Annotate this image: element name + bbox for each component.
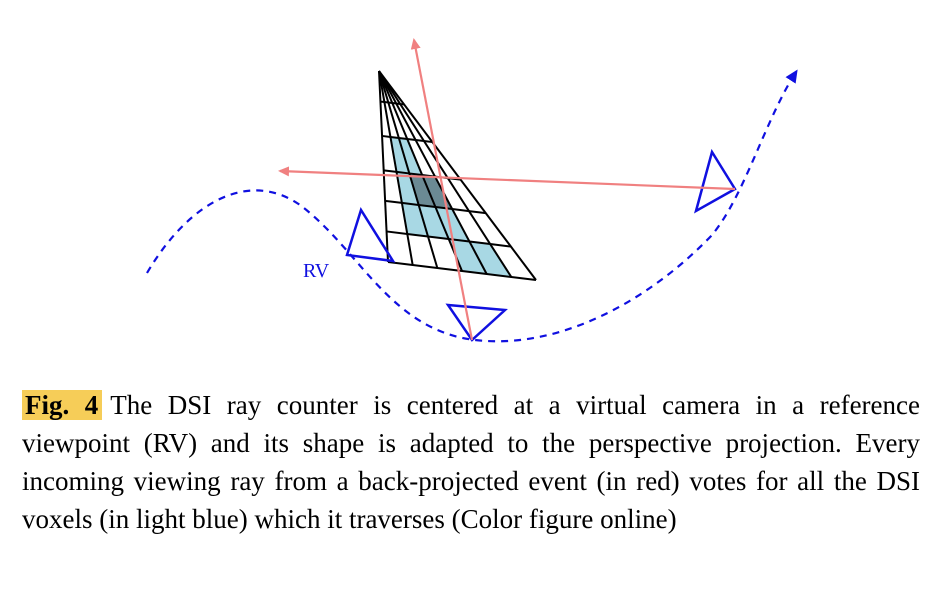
voxel-filled bbox=[401, 202, 428, 237]
voxel-filled bbox=[418, 204, 449, 239]
camera-right-icon bbox=[694, 148, 737, 214]
reference-camera-icon bbox=[345, 207, 396, 263]
caption-text: The DSI ray counter is centered at a vir… bbox=[22, 390, 920, 534]
figure-label: Fig. 4 bbox=[22, 390, 103, 420]
grid-ray-line bbox=[378, 70, 537, 281]
viewing-ray-vertical bbox=[410, 38, 474, 341]
dsi-voxel-grid bbox=[378, 70, 537, 281]
grid-ray-line bbox=[378, 70, 513, 278]
voxel-filled bbox=[448, 239, 487, 274]
grid-depth-line bbox=[384, 199, 486, 215]
grid-ray-line bbox=[378, 70, 439, 269]
viewing-ray-horizontal bbox=[278, 166, 736, 191]
rv-label: RV bbox=[303, 260, 330, 282]
grid-depth-line bbox=[380, 100, 405, 106]
grid-depth-line bbox=[381, 134, 433, 144]
grid-depth-line bbox=[387, 261, 537, 281]
voxel-filled bbox=[396, 171, 419, 205]
voxel-filled bbox=[469, 241, 512, 277]
grid-ray-line bbox=[378, 70, 389, 263]
voxel-dark bbox=[409, 173, 436, 207]
dsi-figure: RV bbox=[146, 38, 798, 343]
voxel-filled bbox=[435, 207, 470, 242]
camera-bottom-icon bbox=[445, 303, 508, 342]
camera-trajectory bbox=[146, 69, 798, 343]
grid-ray-line bbox=[378, 70, 488, 275]
voxel-filled bbox=[398, 137, 423, 175]
grid-ray-line bbox=[378, 70, 414, 266]
grid-ray-line bbox=[378, 70, 463, 272]
grid-depth-line bbox=[386, 230, 512, 248]
voxel-filled bbox=[390, 136, 410, 174]
